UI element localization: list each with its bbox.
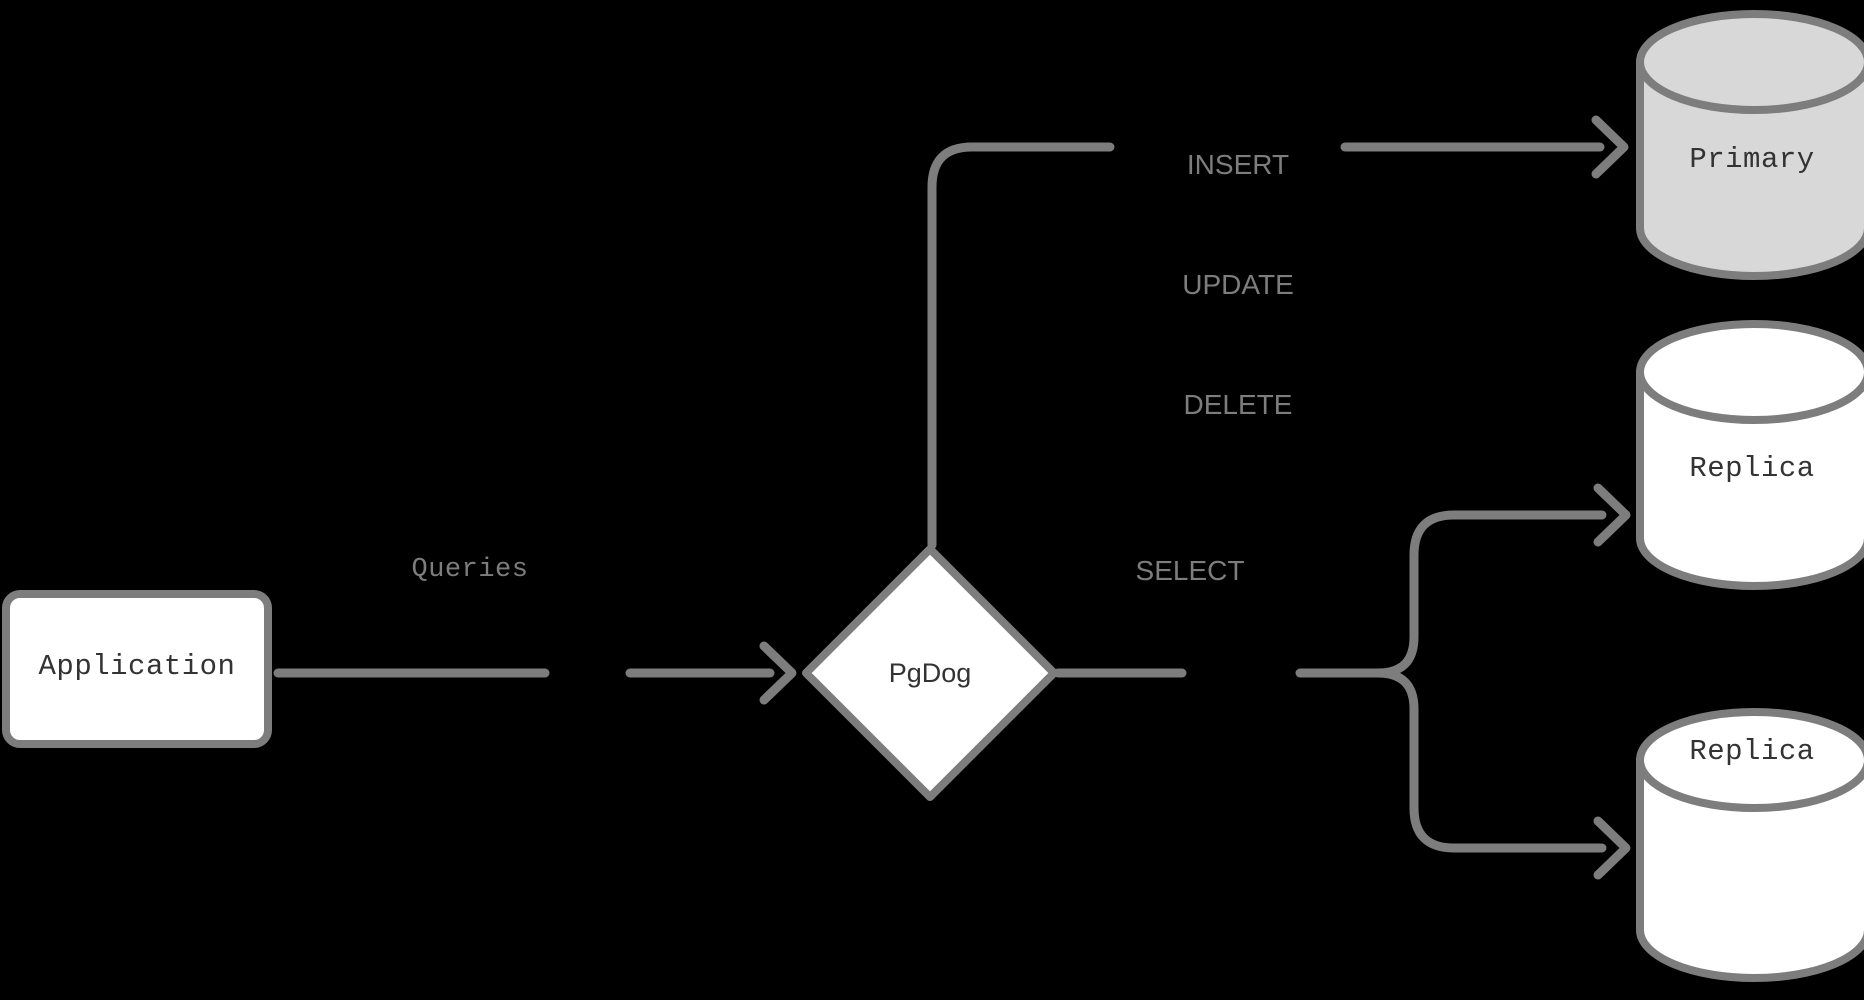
edge-branch-upper xyxy=(1373,510,1607,678)
arrowhead-icon xyxy=(1591,115,1629,179)
edge-pgdog-to-replicas xyxy=(1053,483,1631,880)
cylinder-top xyxy=(1636,320,1864,424)
cylinder-top xyxy=(1636,708,1864,812)
node-application[interactable] xyxy=(2,590,272,748)
cylinder-top xyxy=(1636,10,1864,114)
arrowhead-icon xyxy=(1593,816,1631,880)
arrowhead-icon xyxy=(1593,483,1631,547)
edge-pgdog-to-primary xyxy=(927,115,1629,550)
edge-app-to-pgdog xyxy=(273,641,797,705)
cylinder-body xyxy=(1636,58,1864,280)
arrowhead-icon xyxy=(759,641,797,705)
node-primary[interactable] xyxy=(1636,10,1864,280)
node-pgdog[interactable] xyxy=(802,545,1058,801)
node-replica-bottom[interactable] xyxy=(1636,708,1864,982)
edge-segment xyxy=(927,142,1115,550)
cylinder-body xyxy=(1636,756,1864,982)
node-replica-top[interactable] xyxy=(1636,320,1864,590)
cylinder-body xyxy=(1636,368,1864,590)
edge-branch-lower xyxy=(1373,668,1607,853)
